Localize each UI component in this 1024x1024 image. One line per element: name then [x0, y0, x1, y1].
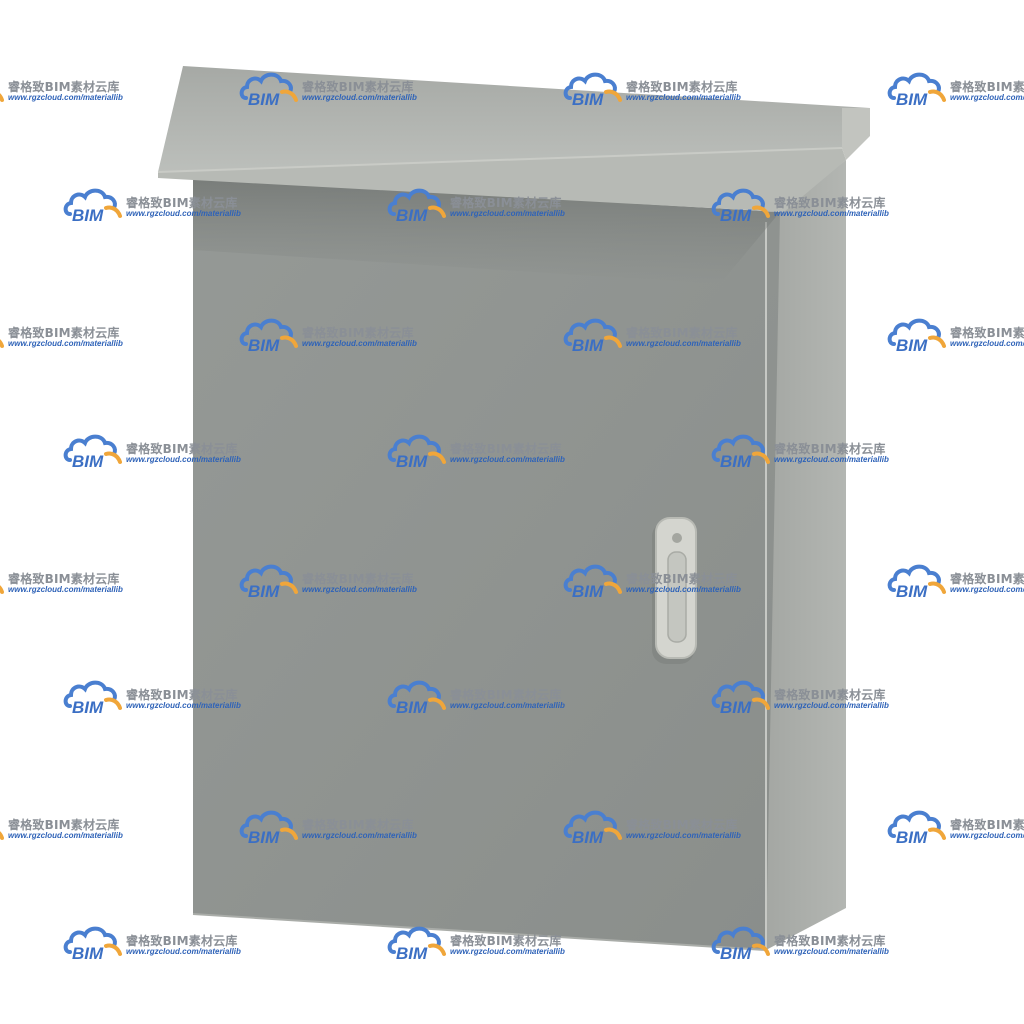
cabinet-roof-top	[158, 66, 870, 172]
cabinet-roof-lip	[158, 148, 846, 212]
cabinet-door	[193, 178, 780, 950]
cabinet-roof-end	[842, 108, 870, 160]
door-handle[interactable]	[652, 517, 697, 664]
roof-front-edge	[157, 147, 843, 173]
cabinet-side-panel	[766, 160, 846, 950]
roof-shadow	[193, 178, 780, 284]
door-bottom-edge	[192, 913, 767, 951]
